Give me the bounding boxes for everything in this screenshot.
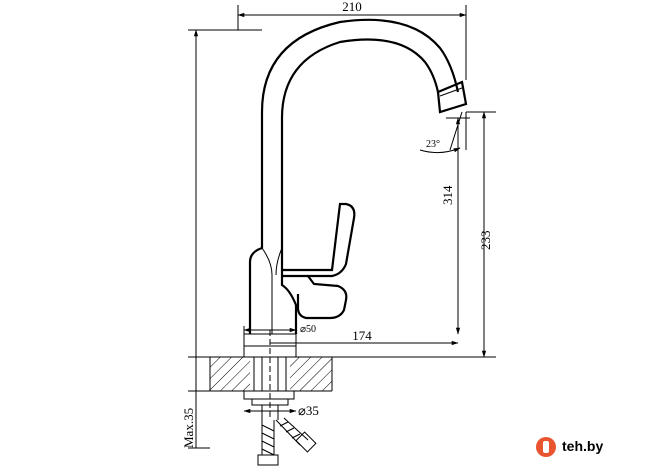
dim-clearance-height-label: 233 (478, 231, 493, 251)
dim-base-diameter (243, 326, 297, 334)
faucet-body (248, 18, 468, 334)
dim-overall-width-label: 210 (342, 0, 362, 14)
countertop-section (209, 356, 333, 392)
dim-mount-hole-label: ⌀35 (298, 403, 319, 418)
dim-base-diameter-label: ⌀50 (300, 324, 316, 335)
dim-spout-reach-label: 174 (352, 328, 372, 343)
dim-spout-height-label: 314 (440, 185, 455, 205)
dim-spout-height (446, 117, 470, 335)
dim-clearance-height (332, 111, 496, 358)
dim-max-counter-label: Max.35 (181, 408, 196, 448)
flex-hoses (257, 417, 317, 466)
teh-logo-icon (536, 437, 556, 457)
lever-handle (282, 202, 356, 320)
site-watermark: teh.by (536, 435, 656, 461)
dim-left-vertical (188, 29, 262, 449)
dim-overall-width (237, 5, 467, 80)
dim-spout-angle-label: 23° (426, 139, 440, 150)
watermark-text: teh.by (562, 438, 604, 454)
dim-spout-angle (419, 111, 467, 154)
